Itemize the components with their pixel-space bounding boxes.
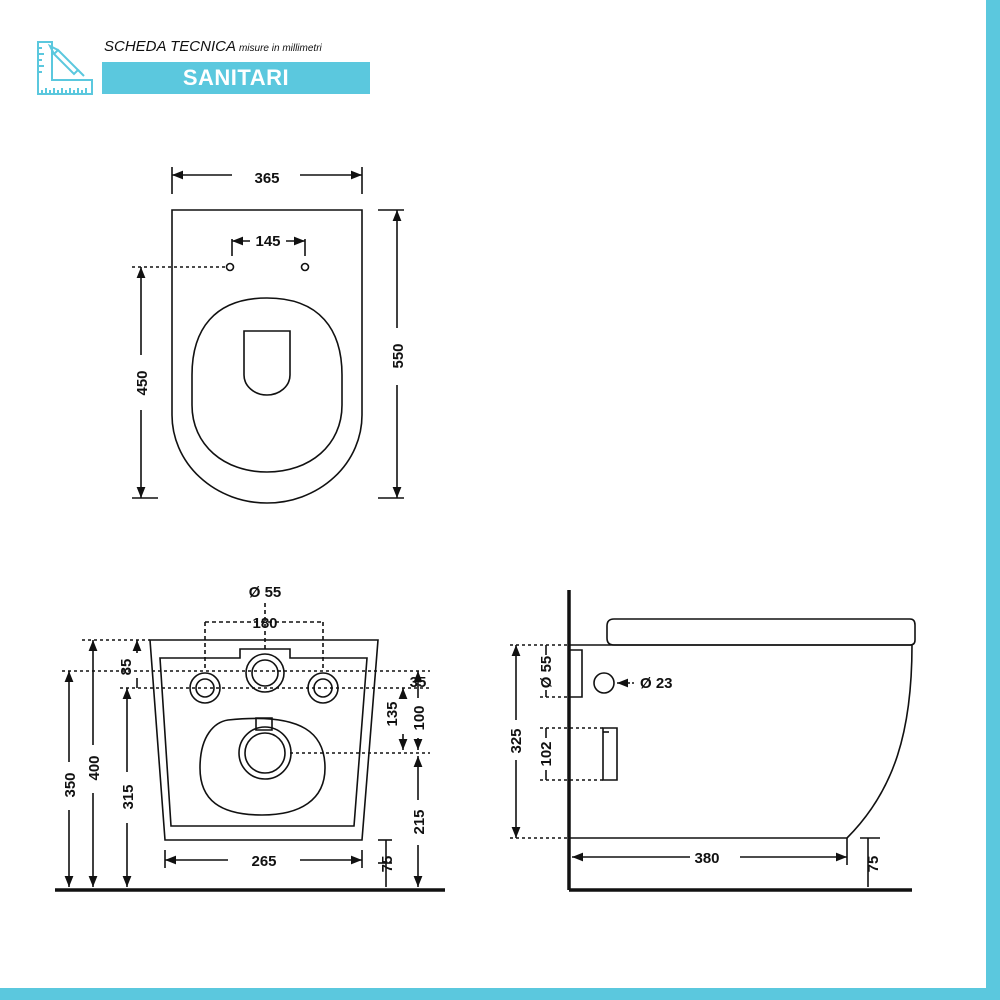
side-view-seat [606,618,916,646]
rear-view-inner-recess [159,648,368,827]
side-view [510,590,916,892]
dim-top-width: 365 [254,170,279,187]
dim-rear-350: 350 [62,772,79,797]
top-view-fixing-hole-right [300,262,310,272]
top-view [132,167,404,504]
rear-view-fixing-left-hole [195,678,215,698]
dim-rear-85: 85 [118,659,135,676]
dim-rear-215: 215 [411,809,428,834]
dim-side-75: 75 [865,856,882,873]
rear-view-outline [149,639,379,841]
dim-rear-fixing-spacing: 180 [252,615,277,632]
frame-right-border [986,0,1000,1000]
frame-bottom-border [0,988,1000,1000]
dim-rear-135: 135 [384,701,401,726]
rear-view-fixing-right-hole [313,678,333,698]
rear-view-drain [238,726,292,780]
dim-top-length: 550 [390,343,407,368]
dim-side-inlet-diameter: Ø 23 [640,675,673,692]
dim-top-fixing-distance: 145 [255,233,280,250]
dim-rear-315: 315 [120,784,137,809]
dim-side-325: 325 [508,728,525,753]
units-note: misure in millimetri [238,43,322,54]
dim-rear-265: 265 [251,853,276,870]
category-banner: SANITARI [102,62,370,94]
rear-view-outlet [245,653,285,693]
dim-rear-100: 100 [411,705,428,730]
top-view-rim [191,297,343,473]
dim-rear-400: 400 [86,755,103,780]
dim-side-102: 102 [538,741,555,766]
dim-top-fixing-depth: 450 [134,370,151,395]
side-view-body [570,644,913,839]
dim-rear-75: 75 [379,856,396,873]
rear-view-bowl [199,717,326,816]
ruler-pencil-icon [36,40,94,96]
dim-side-depth: 380 [694,850,719,867]
top-view-fixing-hole-left [225,262,235,272]
side-view-inlet [593,672,615,694]
top-view-outlet [243,330,291,396]
side-view-lower-block [602,727,618,781]
dim-side-outlet-diameter: Ø 55 [538,656,555,689]
title-text: SCHEDA TECNICA [104,38,236,55]
dim-rear-outlet-diameter: Ø 55 [249,584,282,601]
side-view-outlet-block [570,649,583,698]
top-view-bowl-outline [171,209,363,504]
rear-view-fixing-left [189,672,221,704]
rear-view [55,603,445,892]
dim-rear-35: 35 [410,674,427,691]
